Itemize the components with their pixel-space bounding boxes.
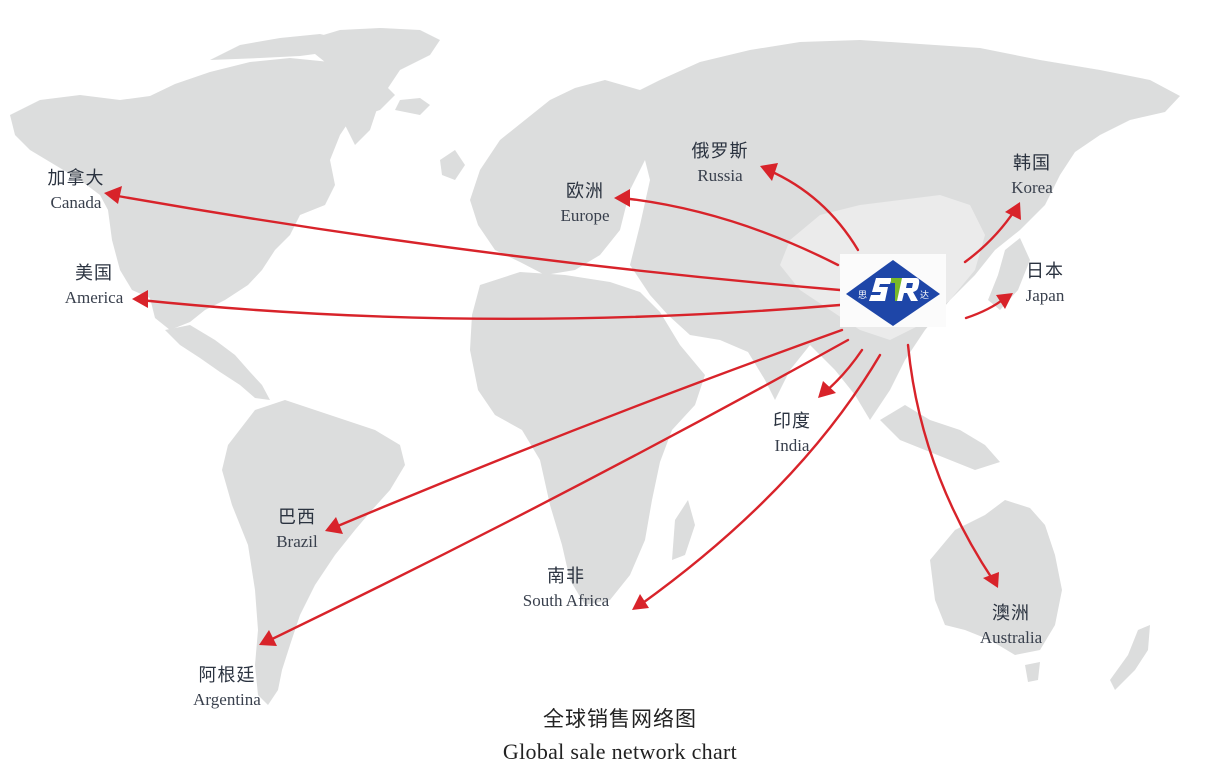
continent-africa [470,272,705,605]
label-argentina-en: Argentina [193,690,261,709]
logo-right-char: 达 [920,289,929,301]
route-south-africa [638,353,882,607]
label-europe: 欧洲 Europe [548,181,622,225]
arrowhead-south-africa [632,594,649,610]
chart-title: 全球销售网络图 Global sale network chart [440,703,800,765]
sales-routes [104,163,1021,646]
arrowhead-canada [104,186,122,204]
label-america-en: America [64,288,124,307]
arrowhead-australia [983,572,999,588]
chart-title-en: Global sale network chart [502,739,738,764]
label-south-africa-en: South Africa [522,591,610,610]
arrowhead-russia [760,163,778,181]
arrowhead-india [818,381,836,398]
logo-left-char: 思 [858,290,867,301]
label-australia: 澳洲 Australia [966,603,1056,647]
arrowhead-japan [996,293,1013,309]
label-america-zh: 美国 [75,263,113,284]
route-argentina [266,338,850,643]
route-russia [766,168,860,252]
label-canada-en: Canada [50,193,102,212]
route-america [138,298,842,321]
company-logo: 思 达 [840,254,946,327]
label-russia: 俄罗斯 Russia [682,141,758,185]
label-japan: 日本 Japan [1013,261,1077,305]
label-canada-zh: 加拿大 [47,168,105,189]
route-australia [906,343,995,582]
label-brazil: 巴西 Brazil [262,507,332,551]
label-argentina: 阿根廷 Argentina [180,665,274,709]
label-korea: 韩国 Korea [1000,153,1064,197]
label-brazil-zh: 巴西 [278,507,316,528]
label-india: 印度 India [762,411,822,455]
label-korea-zh: 韩国 [1013,153,1051,174]
label-europe-en: Europe [560,206,610,225]
continent-north-america [10,28,440,400]
str-diamond-logo-icon: 思 达 [846,260,940,326]
label-japan-zh: 日本 [1026,261,1064,282]
label-south-africa-zh: 南非 [547,566,585,587]
label-south-africa: 南非 South Africa [508,566,624,610]
arrowhead-argentina [259,630,277,646]
continent-south-america [222,400,405,705]
label-japan-en: Japan [1025,286,1065,305]
arrowhead-america [132,290,148,308]
label-europe-zh: 欧洲 [566,181,604,202]
label-india-zh: 印度 [773,411,811,432]
route-brazil [331,328,844,530]
arrowhead-korea [1005,202,1021,220]
label-canada: 加拿大 Canada [36,168,116,212]
label-australia-en: Australia [979,628,1043,647]
label-argentina-zh: 阿根廷 [198,665,256,686]
label-india-en: India [774,436,810,455]
label-america: 美国 America [52,263,136,307]
label-brazil-en: Brazil [276,532,318,551]
continent-europe [440,80,660,275]
label-australia-zh: 澳洲 [992,603,1030,624]
arrowhead-europe [614,189,630,207]
route-europe [620,196,840,267]
label-russia-en: Russia [697,166,743,185]
label-russia-zh: 俄罗斯 [691,141,749,162]
arrowhead-brazil [325,517,343,534]
label-korea-en: Korea [1011,178,1053,197]
chart-title-zh: 全球销售网络图 [543,707,697,731]
route-korea [963,208,1017,264]
route-canada [110,193,842,292]
continent-asia [620,40,1180,470]
